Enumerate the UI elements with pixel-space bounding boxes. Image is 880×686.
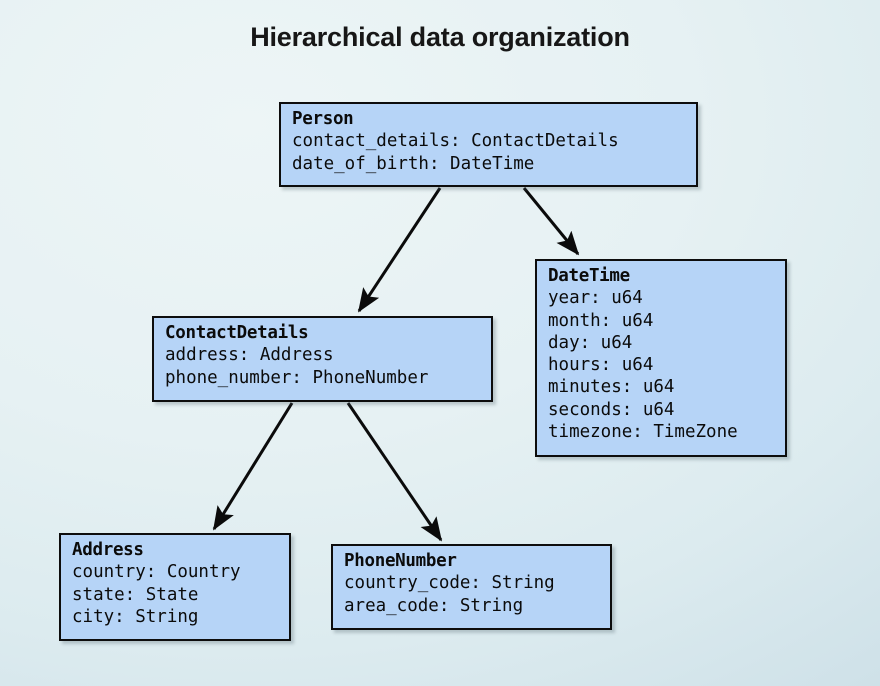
node-datetime-field-0: year: u64 [548,288,643,309]
edge-person-to-contactdetails [357,187,442,313]
node-datetime-field-6: timezone: TimeZone [548,422,738,443]
node-address[interactable]: Address country: Country state: State ci… [59,533,291,641]
node-address-field-2: city: String [72,606,199,627]
node-phonenumber-title: PhoneNumber [344,551,457,571]
node-address-title: Address [72,540,144,560]
node-datetime-field-4: minutes: u64 [548,377,675,398]
node-datetime-field-2: day: u64 [548,332,633,353]
node-contactdetails[interactable]: ContactDetails address: Address phone_nu… [152,316,493,402]
node-datetime-field-3: hours: u64 [548,355,654,376]
node-address-field-1: state: State [72,584,199,605]
edge-contactdetails-to-address [212,402,294,531]
node-person-title: Person [292,109,354,129]
node-contactdetails-field-0: address: Address [165,345,334,366]
node-contactdetails-field-1: phone_number: PhoneNumber [165,367,429,388]
node-datetime[interactable]: DateTime year: u64 month: u64 day: u64 h… [535,259,787,457]
node-person[interactable]: Person contact_details: ContactDetails d… [279,102,698,187]
node-datetime-title: DateTime [548,266,630,286]
node-datetime-field-1: month: u64 [548,310,654,331]
page-title: Hierarchical data organization [250,22,630,52]
node-address-field-0: country: Country [72,562,241,583]
node-phonenumber-field-1: area_code: String [344,595,524,616]
edge-contactdetails-to-phonenumber [346,402,443,542]
node-phonenumber[interactable]: PhoneNumber country_code: String area_co… [331,544,612,630]
node-person-field-0: contact_details: ContactDetails [292,131,619,152]
node-contactdetails-title: ContactDetails [165,323,309,343]
edge-person-to-datetime [522,187,580,256]
node-phonenumber-field-0: country_code: String [344,573,555,594]
node-person-field-1: date_of_birth: DateTime [292,153,535,174]
node-datetime-field-5: seconds: u64 [548,399,675,420]
